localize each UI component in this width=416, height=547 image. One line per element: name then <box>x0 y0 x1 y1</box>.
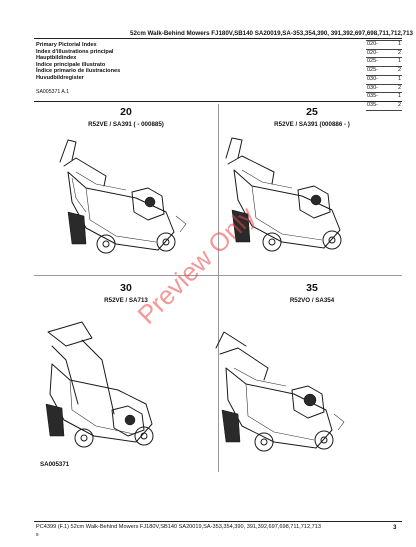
header-title: 52cm Walk-Behind Mowers FJ180V,SB140 SA2… <box>130 30 413 37</box>
mower-illustration-icon <box>59 139 187 254</box>
index-title-en: Primary Pictorial Index <box>36 42 97 48</box>
panel-number: 20 <box>120 106 132 118</box>
panel-number: 30 <box>120 282 132 294</box>
table-cell-code: 030- <box>366 74 392 85</box>
panel-25[interactable]: 25 R52VE / SA391 (000886 - ) <box>222 106 402 272</box>
table-cell-page: 2 <box>391 83 402 93</box>
grid-divider-vertical <box>218 104 219 472</box>
table-cell-code: 020- <box>366 40 392 50</box>
table-row[interactable]: 035-1 <box>366 92 402 102</box>
figure-code: SA005371 <box>40 461 70 468</box>
index-title-es: Índice primario de ilustraciones <box>36 68 121 75</box>
table-cell-code: 020- <box>366 48 392 58</box>
index-title-fr: Index d'illustrations principal <box>36 48 114 55</box>
table-row[interactable]: 020-2 <box>366 48 402 58</box>
table-cell-code: 035- <box>366 92 392 102</box>
doc-code: SA005371 A.1 <box>36 89 70 95</box>
index-title-de: Hauptbildindex <box>36 55 77 62</box>
table-cell-page: 2 <box>391 66 402 76</box>
panel-model: R52VE / SA391 (000886 - ) <box>274 121 350 128</box>
panel-20[interactable]: 20 R52VE / SA391 ( - 000885) <box>36 106 216 272</box>
page-number: 3 <box>393 524 397 531</box>
table-row[interactable]: 025-2 <box>366 66 402 76</box>
header-rule <box>34 38 402 39</box>
table-cell-page: 2 <box>391 48 402 58</box>
table-row[interactable]: 030-2 <box>366 83 402 93</box>
table-cell-page: 1 <box>391 40 402 50</box>
table-row[interactable]: 025-1 <box>366 57 402 67</box>
section-rule <box>34 101 402 102</box>
panel-30[interactable]: 30 R52VE / SA713 <box>36 282 216 458</box>
table-cell-page: 1 <box>391 57 402 67</box>
table-row[interactable]: 030-1 <box>366 74 402 85</box>
mower-illustration-icon <box>225 137 342 252</box>
page-index-table: 020-1 020-2 025-1 025-2 030-1 030-2 035-… <box>366 40 402 111</box>
index-title-sv: Huvudbildregister <box>36 74 84 81</box>
panel-number: 35 <box>306 282 318 294</box>
table-cell-page: 1 <box>391 92 402 102</box>
table-cell-code: 030- <box>366 83 392 93</box>
panel-model: R52VO / SA354 <box>289 297 335 304</box>
mower-illustration-icon <box>215 331 345 452</box>
table-cell-code: 025- <box>366 66 392 76</box>
table-cell-code: 025- <box>366 57 392 67</box>
panel-number: 25 <box>306 106 318 118</box>
index-title-it: Indice principale illustrato <box>36 61 106 68</box>
table-cell-page: 1 <box>391 74 402 85</box>
panel-35[interactable]: 35 R52VO / SA354 <box>215 282 402 458</box>
mower-illustration-icon <box>45 321 154 448</box>
panel-model: R52VE / SA391 ( - 000885) <box>88 121 164 128</box>
index-titles: Primary Pictorial Index Index d'illustra… <box>36 42 120 82</box>
panel-model: R52VE / SA713 <box>104 297 148 304</box>
table-row[interactable]: 020-1 <box>366 40 402 50</box>
footer-sub: 9 <box>36 532 39 537</box>
footer-text: PC4399 (F.1) 52cm Walk-Behind Mowers FJ1… <box>36 524 321 530</box>
footer-rule <box>34 521 402 522</box>
